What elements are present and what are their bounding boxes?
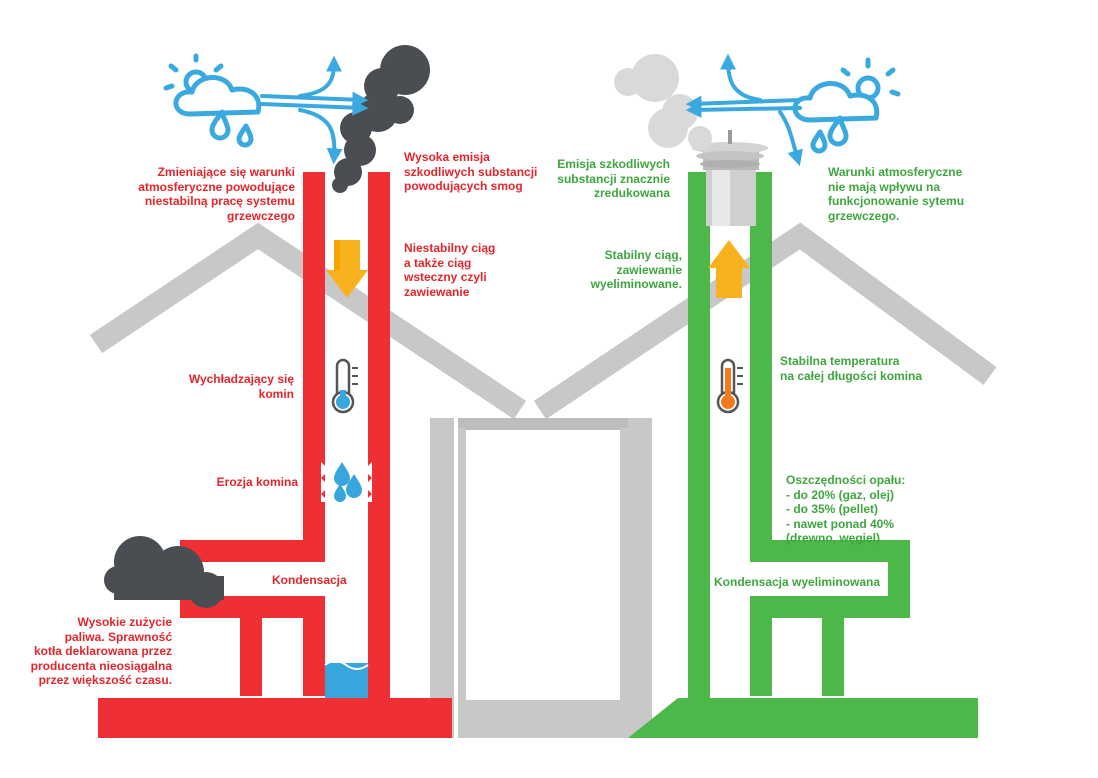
left-draft-label: Niestabilny ciąg a także ciąg wsteczny c… (404, 241, 496, 299)
left-weather-icon (163, 53, 369, 165)
warm-thermometer-icon (716, 358, 743, 414)
left-emission-label: Wysoka emisja szkodliwych substancji pow… (404, 150, 538, 193)
left-erosion-label: Erozja komina (216, 475, 298, 489)
right-temperature-label: Stabilna temperatura na całej długości k… (780, 354, 923, 383)
left-cooling-label: Wychładzający się komin (188, 372, 294, 401)
left-chimney (98, 172, 452, 738)
left-house (89, 222, 540, 738)
right-draft-label: Stabilny ciąg, zawiewanie wyeliminowane. (590, 248, 682, 291)
right-condensation-label: Kondensacja wyeliminowana (714, 575, 881, 589)
right-savings-label: Oszczędności opału: - do 20% (gaz, olej)… (786, 473, 906, 545)
left-weather-label: Zmieniające się warunki atmosferyczne po… (138, 165, 295, 223)
chimney-cap (692, 130, 768, 226)
erosion-drops-icon (334, 462, 362, 502)
cold-thermometer-icon (331, 358, 358, 414)
right-emission-label: Emisja szkodliwych substancji znacznie z… (557, 157, 670, 200)
right-house (533, 222, 997, 738)
left-condensation-label: Kondensacja (272, 573, 347, 587)
right-chimney (628, 172, 978, 738)
down-draft-arrow (326, 240, 368, 298)
up-draft-arrow (708, 240, 750, 298)
house-ground (458, 428, 628, 738)
water-surface (324, 660, 369, 670)
right-weather-icon (685, 53, 901, 167)
left-fuel-label: Wysokie zużycie paliwa. Sprawność kotła … (30, 615, 172, 687)
dark-smoke-bottom (104, 536, 224, 608)
right-weather-label: Warunki atmosferyczne nie mają wpływu na… (828, 165, 965, 223)
erosion-zigzag (321, 462, 372, 502)
